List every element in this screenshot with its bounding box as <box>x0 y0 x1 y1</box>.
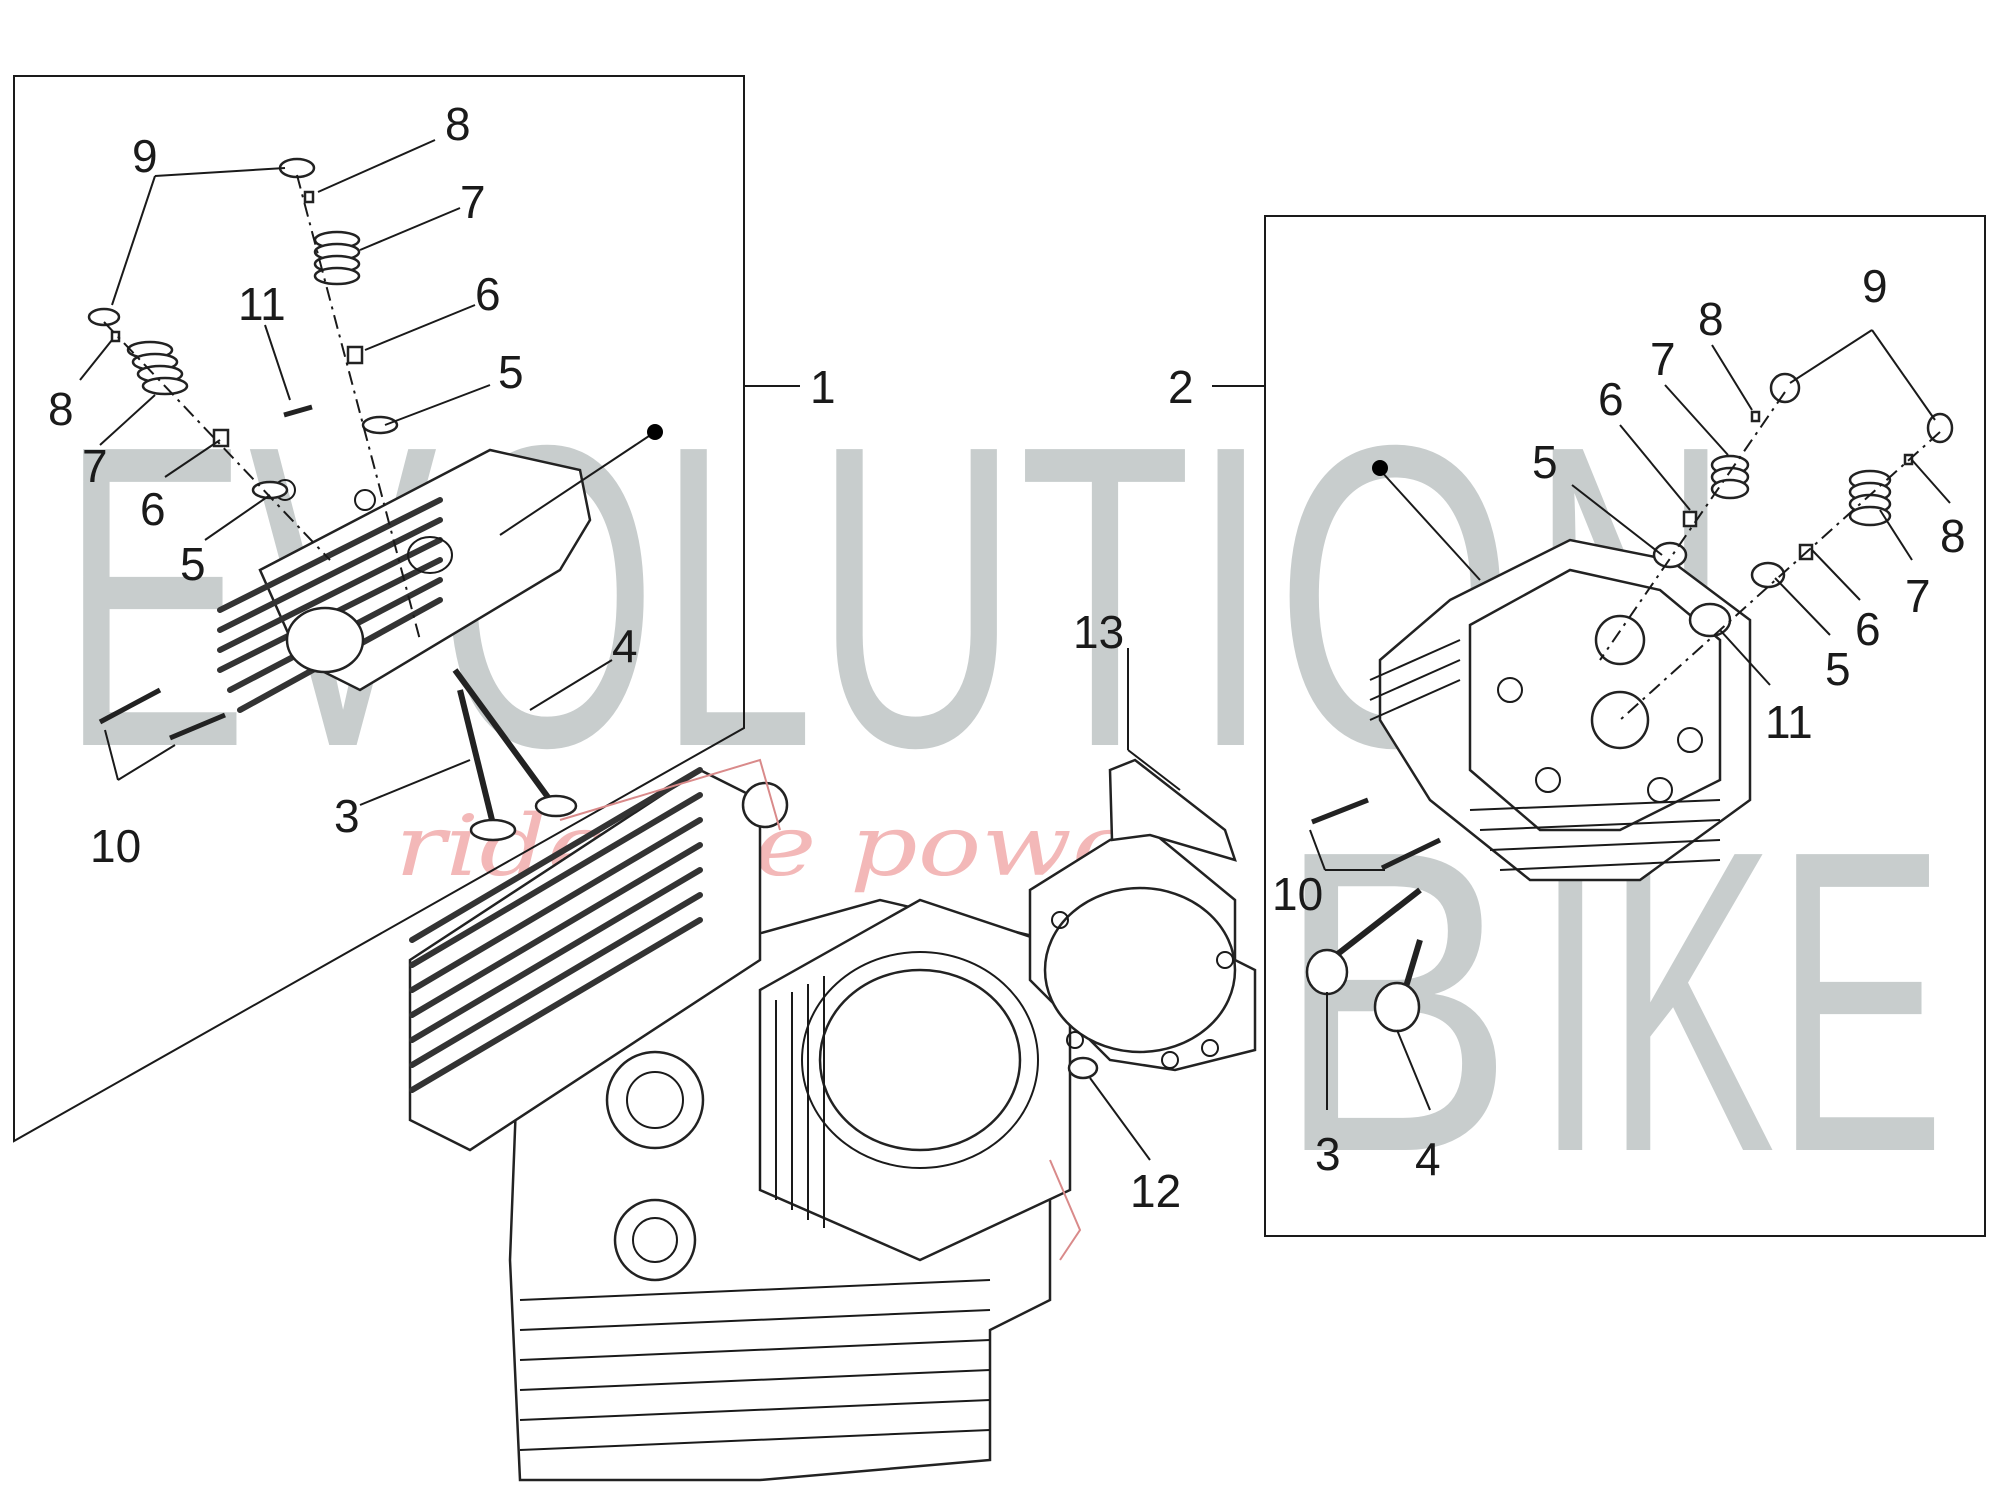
callout-left-9: 9 <box>132 130 158 182</box>
callout-12: 12 <box>1130 1165 1181 1217</box>
seal-6-a <box>1682 510 1698 528</box>
callout-right-8-a: 8 <box>1698 293 1724 345</box>
collet-8-a <box>1750 410 1761 423</box>
callout-13: 13 <box>1073 606 1124 658</box>
callout-right-4: 4 <box>1415 1133 1441 1185</box>
right-valve-stack-b <box>1619 412 1954 721</box>
callout-right-5-b: 5 <box>1825 643 1851 695</box>
dowel-pin <box>1067 1056 1151 1161</box>
callout-left-7: 7 <box>82 440 108 492</box>
left-valve-stack-top <box>278 157 421 641</box>
spring-7-a <box>1710 454 1750 500</box>
collet-8-top <box>303 190 315 204</box>
right-leaders <box>1309 329 1951 1111</box>
assembly-label-left: 1 <box>810 361 836 413</box>
left-leaders <box>79 139 663 806</box>
left-cylinder-fins <box>409 767 703 1093</box>
watermark: EVOLUTI O N B IKE ride the power <box>60 357 1945 1242</box>
left-valve-3 <box>457 689 517 842</box>
left-head-bullet <box>647 424 663 440</box>
left-pin-11 <box>264 324 313 418</box>
callout-right-9: 9 <box>1862 260 1888 312</box>
callout-left-5-top: 5 <box>498 346 524 398</box>
crank-bearing <box>605 1050 705 1150</box>
callout-right-7-a: 7 <box>1650 333 1676 385</box>
callout-right-6-a: 6 <box>1598 373 1624 425</box>
callout-left-8-top: 8 <box>445 98 471 150</box>
spring-7-b <box>1848 469 1892 527</box>
callout-left-10: 10 <box>90 820 141 872</box>
seat-5-top <box>361 415 399 435</box>
callout-left-11: 11 <box>238 278 286 330</box>
right-callouts: 9 8 7 6 5 8 7 6 5 11 10 3 4 <box>1272 260 1966 1185</box>
retainer-9-a <box>1769 372 1801 404</box>
callout-right-5-a: 5 <box>1532 436 1558 488</box>
right-cylinder-head <box>1369 538 1752 882</box>
left-valve-stack-side <box>87 307 331 561</box>
crankcase-fins <box>519 1279 991 1451</box>
callout-left-6-top: 6 <box>475 268 501 320</box>
callout-right-6-b: 6 <box>1855 603 1881 655</box>
assembly-label-right: 2 <box>1168 361 1194 413</box>
seat-5-a <box>1652 541 1688 569</box>
cam-bearing <box>613 1198 697 1282</box>
left-assembly-frame: 1 <box>13 75 836 1143</box>
watermark-brand-left: EVOLUTI <box>60 357 1270 837</box>
head-gasket <box>1028 758 1257 1072</box>
seat-5-b <box>1750 561 1786 589</box>
callout-left-3: 3 <box>334 790 360 842</box>
callout-right-11: 11 <box>1765 696 1813 748</box>
cylinder-bore <box>818 968 1022 1152</box>
callout-left-7-top: 7 <box>460 176 486 228</box>
left-callouts: 9 8 7 11 6 5 8 7 6 5 4 3 10 <box>48 98 638 872</box>
callout-right-10: 10 <box>1272 868 1323 920</box>
engine-block <box>408 758 1082 1482</box>
right-studs-10 <box>1311 797 1442 871</box>
retainer-9-top <box>278 157 316 179</box>
retainer-9-b <box>1926 412 1954 444</box>
left-studs-10 <box>98 687 226 741</box>
callout-left-5: 5 <box>180 538 206 590</box>
callout-right-7-b: 7 <box>1905 570 1931 622</box>
cylinder-fins <box>759 976 825 1228</box>
callout-left-6: 6 <box>140 483 166 535</box>
right-head-fins <box>1369 639 1721 871</box>
retainer-9-left <box>87 307 121 327</box>
seal-6-top <box>346 345 364 365</box>
left-valve-4 <box>452 668 578 818</box>
spring-7-top <box>313 230 361 286</box>
callout-left-8: 8 <box>48 383 74 435</box>
callout-right-3: 3 <box>1315 1128 1341 1180</box>
callout-right-8-b: 8 <box>1940 510 1966 562</box>
right-valve-stack-a <box>1599 372 1801 661</box>
right-assembly-frame: 2 <box>1168 215 1986 1237</box>
right-head-bullet <box>1372 460 1388 476</box>
left-cylinder-head <box>217 448 592 713</box>
right-valve-3 <box>1305 887 1422 996</box>
ring-11 <box>1688 602 1732 638</box>
callout-left-4: 4 <box>612 620 638 672</box>
